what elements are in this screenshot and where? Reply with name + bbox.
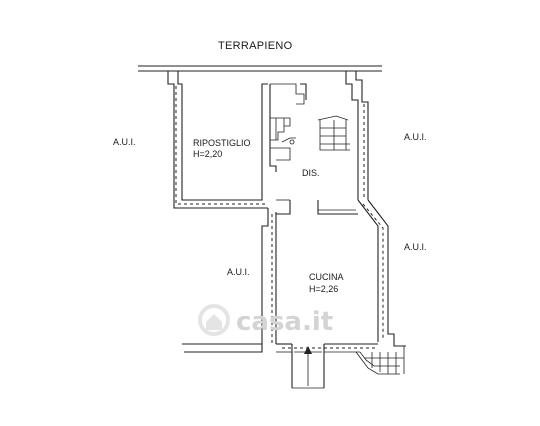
label-cucina: CUCINA (309, 272, 344, 282)
label-aui-right-top: A.U.I. (404, 132, 427, 142)
label-cucina-height: H=2,26 (309, 284, 338, 294)
entrance-corridor (291, 344, 325, 389)
label-terrapieno: TERRAPIENO (218, 40, 293, 52)
staircase-small (270, 83, 305, 161)
top-boundary (138, 65, 382, 72)
external-stair (355, 346, 405, 375)
label-aui-bottom: A.U.I. (227, 267, 250, 277)
house-logo-icon (198, 304, 230, 336)
label-ripostiglio-height: H=2,20 (193, 149, 222, 159)
label-dis: DIS. (302, 168, 320, 178)
entrance-arrow-icon (304, 346, 312, 386)
watermark-text: casa.it (236, 307, 333, 337)
label-aui-left: A.U.I. (113, 137, 136, 147)
label-aui-right-mid: A.U.I. (404, 242, 427, 252)
staircase-dis (317, 115, 350, 151)
outer-walls (167, 71, 406, 353)
label-ripostiglio: RIPOSTIGLIO (193, 138, 251, 148)
